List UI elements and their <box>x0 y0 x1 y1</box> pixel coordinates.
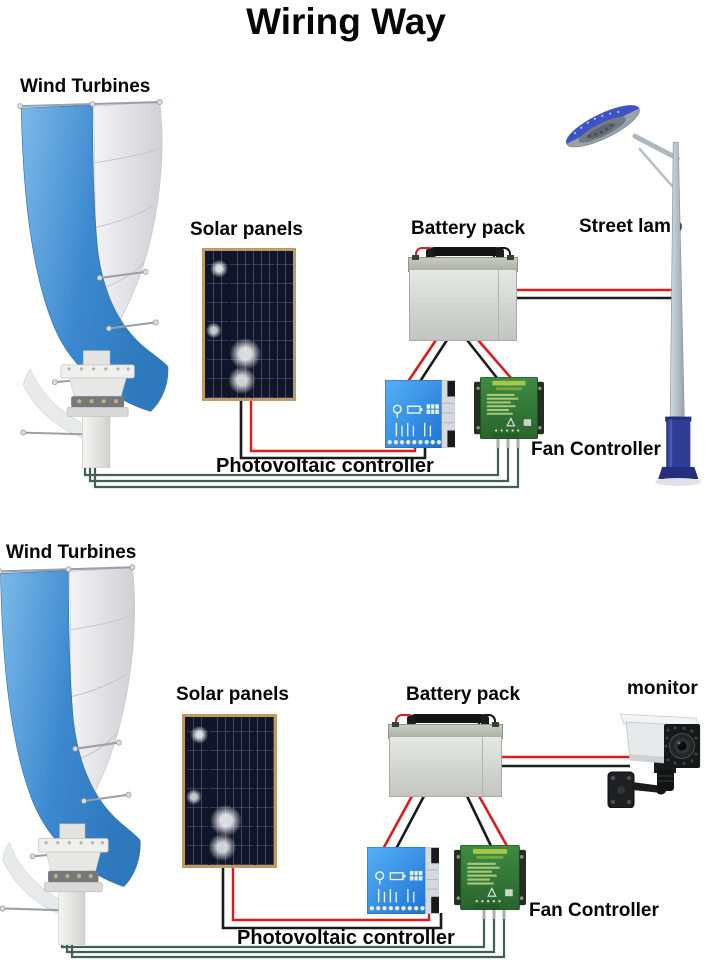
label-monitor: monitor <box>627 678 698 699</box>
label-solar-panels-1: Solar panels <box>190 219 303 240</box>
label-wind-turbines-2: Wind Turbines <box>6 542 137 563</box>
wire-battery1-fan-positive <box>477 339 512 379</box>
lamp-pole <box>669 141 685 417</box>
label-battery-pack-1: Battery pack <box>411 218 526 239</box>
battery2-handle <box>407 714 489 728</box>
label-photovoltaic-controller-2: Photovoltaic controller <box>237 927 455 949</box>
battery2-body <box>389 737 502 797</box>
wire-battery2-pv-negative <box>394 795 426 850</box>
label-solar-panels-2: Solar panels <box>176 684 289 705</box>
label-fan-controller-1: Fan Controller <box>531 439 661 460</box>
label-battery-pack-2: Battery pack <box>406 684 521 705</box>
lamp-base-foot <box>658 466 699 479</box>
label-wind-turbines-1: Wind Turbines <box>20 76 151 97</box>
label-street-lamp: Street lamp <box>579 216 683 237</box>
wind-turbine-1 <box>16 98 170 468</box>
solar-panel-2 <box>182 714 277 868</box>
battery-pack-1 <box>408 244 518 341</box>
label-photovoltaic-controller-1: Photovoltaic controller <box>216 455 434 477</box>
street-lamp <box>565 105 702 486</box>
lamp-arm-brace <box>638 147 676 190</box>
solar-panel-1 <box>202 248 296 401</box>
wire-battery2-fan-positive <box>477 795 509 847</box>
wind-turbine-2 <box>0 563 142 945</box>
photovoltaic-controller-2 <box>367 847 439 914</box>
lamp-arm <box>632 133 680 161</box>
lamp-base-lip <box>665 416 692 422</box>
lamp-head <box>565 105 640 148</box>
camera-ir-leds <box>664 726 698 766</box>
battery1-handle <box>425 247 505 261</box>
wire-battery1-pv-negative <box>417 339 449 384</box>
page-title: Wiring Way <box>246 1 446 42</box>
label-fan-controller-2: Fan Controller <box>529 900 659 921</box>
wire-battery2-fan-negative <box>465 795 493 847</box>
battery-pack-2 <box>388 711 503 797</box>
wire-battery1-fan-negative <box>465 339 499 379</box>
camera-bracket-arm <box>632 782 662 793</box>
fan-controller-1 <box>474 377 544 439</box>
monitor-camera <box>607 713 701 808</box>
fan-controller-2 <box>454 845 526 910</box>
photovoltaic-controller-1 <box>385 380 455 448</box>
battery1-body <box>409 270 517 341</box>
wire-battery1-pv-positive <box>405 339 438 384</box>
wire-battery2-pv-positive <box>381 795 414 850</box>
